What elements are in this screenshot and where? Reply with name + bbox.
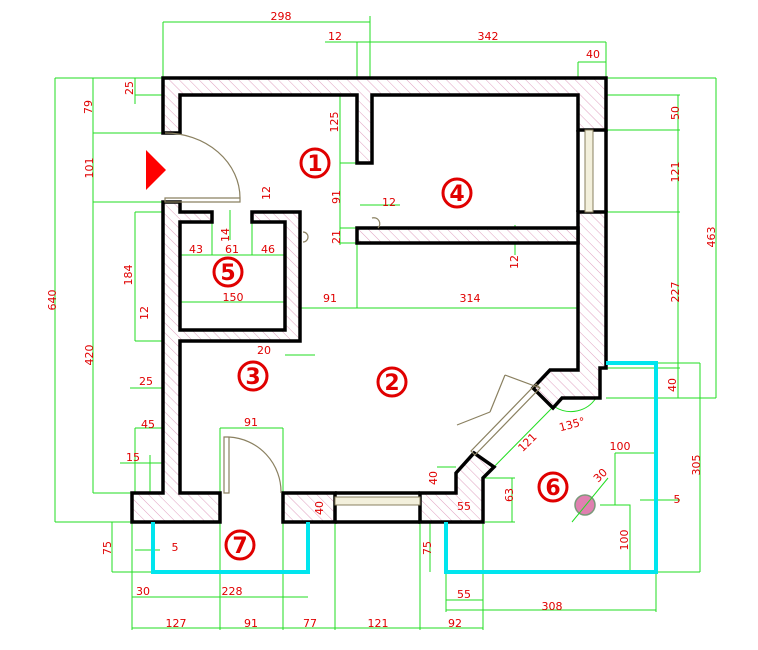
dim-label: 40 xyxy=(427,471,440,485)
room-number: 4 xyxy=(449,182,464,207)
dim-label: 61 xyxy=(225,243,239,256)
dim-label: 100 xyxy=(618,530,631,551)
dim-label: 15 xyxy=(126,451,140,464)
dim-label: 12 xyxy=(508,255,521,269)
dim-label: 14 xyxy=(219,228,232,242)
dim-label: 25 xyxy=(123,81,136,95)
dim-label: 45 xyxy=(141,418,155,431)
dim-label: 127 xyxy=(166,617,187,630)
dim-label: 25 xyxy=(139,375,153,388)
dim-label: 125 xyxy=(328,112,341,133)
dim-label: 63 xyxy=(503,488,516,502)
dim-label: 420 xyxy=(83,345,96,366)
dim-label: 30 xyxy=(591,466,610,485)
dim-label: 100 xyxy=(610,440,631,453)
dim-label: 30 xyxy=(136,585,150,598)
dimension-labels: 298 12 342 40 25 79 101 640 184 12 420 1… xyxy=(46,10,718,630)
room-number: 1 xyxy=(307,152,322,177)
dim-label: 43 xyxy=(189,243,203,256)
dim-label: 50 xyxy=(669,106,682,120)
door-4 xyxy=(371,217,381,229)
dim-label: 12 xyxy=(328,30,342,43)
dim-label: 79 xyxy=(82,100,95,114)
dim-label: 150 xyxy=(223,291,244,304)
dim-label: 40 xyxy=(666,378,679,392)
dim-label: 101 xyxy=(83,158,96,179)
dim-label: 55 xyxy=(457,500,471,513)
dim-label: 121 xyxy=(669,162,682,183)
dim-label: 5 xyxy=(674,493,681,506)
dim-label: 227 xyxy=(669,282,682,303)
doors xyxy=(164,132,541,494)
dim-label: 12 xyxy=(138,306,151,320)
window-bottom xyxy=(334,496,421,506)
dim-label: 305 xyxy=(690,455,703,476)
dim-label: 184 xyxy=(122,265,135,286)
dim-label: 463 xyxy=(705,227,718,248)
dim-label: 5 xyxy=(172,541,179,554)
dim-label: 12 xyxy=(260,186,273,200)
room-number: 6 xyxy=(545,476,560,501)
angle-label: 135° xyxy=(558,415,587,434)
dim-label: 40 xyxy=(313,501,326,515)
dim-label: 121 xyxy=(516,431,540,455)
dim-label: 20 xyxy=(257,344,271,357)
dim-label: 91 xyxy=(244,617,258,630)
balcony-6-outline xyxy=(444,361,658,574)
room-number: 5 xyxy=(220,261,235,286)
room-number: 7 xyxy=(232,534,247,559)
dim-label: 21 xyxy=(330,230,343,244)
dim-label: 342 xyxy=(478,30,499,43)
dim-label: 298 xyxy=(271,10,292,23)
balcony-7-outline xyxy=(151,522,310,574)
dim-label: 91 xyxy=(323,292,337,305)
room-number: 3 xyxy=(245,365,260,390)
dim-label: 77 xyxy=(303,617,317,630)
dim-label: 91 xyxy=(330,190,343,204)
dim-label: 75 xyxy=(421,541,434,555)
dim-label: 314 xyxy=(460,292,481,305)
dim-label: 640 xyxy=(46,290,59,311)
room-number: 2 xyxy=(384,371,399,396)
dim-label: 91 xyxy=(244,416,258,429)
balcony-door-7 xyxy=(223,436,282,494)
dim-label: 308 xyxy=(542,600,563,613)
door-5 xyxy=(302,231,309,243)
dim-label: 121 xyxy=(368,617,389,630)
window-right xyxy=(584,129,594,213)
dim-label: 55 xyxy=(457,588,471,601)
entry-door xyxy=(164,132,241,203)
walls xyxy=(130,76,608,524)
entrance-arrow-icon xyxy=(146,150,166,190)
dim-label: 40 xyxy=(586,48,600,61)
balcony-door-6 xyxy=(456,374,541,456)
dim-label: 228 xyxy=(222,585,243,598)
dim-label: 12 xyxy=(382,196,396,209)
dim-label: 46 xyxy=(261,243,275,256)
room-labels: 1 2 3 4 5 6 7 xyxy=(212,147,569,561)
dim-label: 92 xyxy=(448,617,462,630)
dim-label: 75 xyxy=(101,541,114,555)
